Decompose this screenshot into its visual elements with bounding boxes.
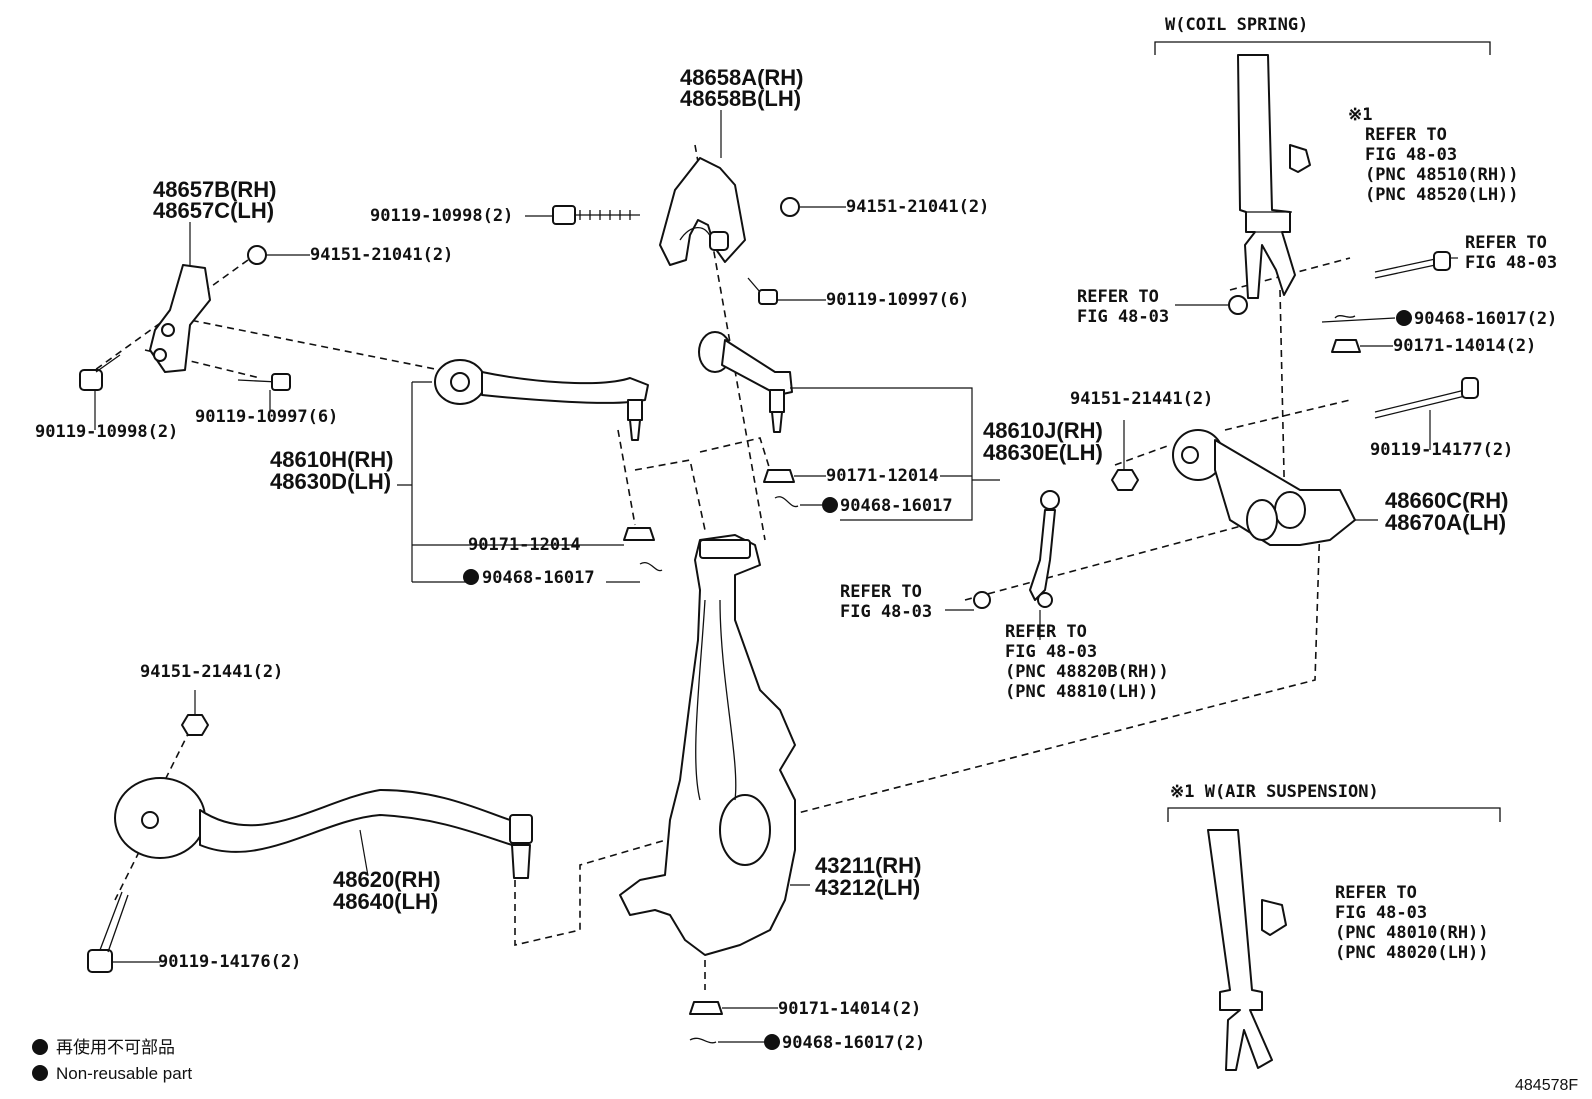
- refer-coil-line3: (PNC 48510(RH)): [1365, 165, 1519, 185]
- pin-90468-16017-left: [639, 562, 663, 572]
- leader-lines: [94, 110, 1458, 1043]
- bolt-90119-10997-top: [747, 277, 778, 305]
- nonreusable-dot-bottom: [764, 1034, 780, 1050]
- legend-jp: 再使用不可部品: [56, 1037, 175, 1057]
- label-90468-16017-coil: 90468-16017(2): [1414, 309, 1557, 329]
- label-48658a: 48658A(RH): [680, 65, 804, 90]
- ref-mark: ※1: [1348, 105, 1372, 125]
- label-90171-12014-right: 90171-12014: [826, 466, 939, 486]
- label-48610h: 48610H(RH): [270, 447, 394, 472]
- bolt-90119-10998-left: [79, 354, 121, 391]
- refer-link-line4: (PNC 48810(LH)): [1005, 682, 1159, 702]
- air-bracket: [1167, 807, 1501, 822]
- bolt-90119-10998-top: [552, 205, 640, 225]
- bolt-90119-10997-left: [237, 373, 291, 391]
- nut-94151-21041-top: [780, 197, 800, 217]
- label-90468-16017-left: 90468-16017: [482, 568, 595, 588]
- label-48630d: 48630D(LH): [270, 469, 391, 494]
- rear-upper-arm: [698, 331, 793, 433]
- refer-stab-line2: FIG 48-03: [840, 602, 932, 622]
- legend-dot-jp: [32, 1039, 48, 1055]
- label-43211: 43211(RH): [815, 853, 921, 878]
- label-90119-10998-left: 90119-10998(2): [35, 422, 178, 442]
- coil-spring-shock-absorber: [1237, 54, 1311, 299]
- refer-link-line3: (PNC 48820B(RH)): [1005, 662, 1169, 682]
- refer-left-line2: FIG 48-03: [1077, 307, 1169, 327]
- label-48620: 48620(RH): [333, 867, 441, 892]
- refer-stab-line1: REFER TO: [840, 582, 922, 602]
- label-90119-10997-left: 90119-10997(6): [195, 407, 338, 427]
- lower-control-arm: [114, 777, 533, 879]
- label-90171-14014-coil: 90171-14014(2): [1393, 336, 1536, 356]
- refer-air-line1: REFER TO: [1335, 883, 1417, 903]
- label-90171-12014-left: 90171-12014: [468, 535, 581, 555]
- label-90468-16017-bottom: 90468-16017(2): [782, 1033, 925, 1053]
- nonreusable-dot-left: [463, 569, 479, 585]
- label-90468-16017-right: 90468-16017: [840, 496, 953, 516]
- legend-dot-en: [32, 1065, 48, 1081]
- label-94151-21441-mid: 94151-21441(2): [1070, 389, 1213, 409]
- label-48610j: 48610J(RH): [983, 418, 1103, 443]
- refer-link-line2: FIG 48-03: [1005, 642, 1097, 662]
- label-48657b: 48657B(RH): [153, 177, 277, 202]
- lower-rear-arm: [1172, 429, 1356, 546]
- label-90171-14014-bottom: 90171-14014(2): [778, 999, 921, 1019]
- label-48670a: 48670A(LH): [1385, 510, 1506, 535]
- refer-air-line4: (PNC 48020(LH)): [1335, 943, 1489, 963]
- refer-left-line1: REFER TO: [1077, 287, 1159, 307]
- stabilizer-link: [973, 490, 1060, 609]
- label-94151-21441-low: 94151-21441(2): [140, 662, 283, 682]
- nut-90171-12014-left: [623, 527, 655, 541]
- coil-bracket: [1154, 41, 1491, 55]
- label-48640: 48640(LH): [333, 889, 438, 914]
- label-48658b: 48658B(LH): [680, 86, 801, 111]
- refer-air-line3: (PNC 48010(RH)): [1335, 923, 1489, 943]
- label-94151-21041-left: 94151-21041(2): [310, 245, 453, 265]
- bolt-90119-14177: [1374, 377, 1479, 419]
- air-header: ※1 W(AIR SUSPENSION): [1170, 782, 1379, 802]
- label-90119-10997-top: 90119-10997(6): [826, 290, 969, 310]
- label-43212: 43212(LH): [815, 875, 920, 900]
- bolt-90119-14176: [87, 891, 129, 973]
- coil-header: W(COIL SPRING): [1165, 15, 1308, 35]
- refer-link-line1: REFER TO: [1005, 622, 1087, 642]
- label-48630e: 48630E(LH): [983, 440, 1103, 465]
- pin-90468-16017-right: [774, 496, 799, 508]
- label-90119-10998-top: 90119-10998(2): [370, 206, 513, 226]
- label-48660c: 48660C(RH): [1385, 488, 1509, 513]
- nonreusable-dot-right: [822, 497, 838, 513]
- upper-arm-bracket: [659, 157, 746, 266]
- refer-air-line2: FIG 48-03: [1335, 903, 1427, 923]
- label-94151-21041-top: 94151-21041(2): [846, 197, 989, 217]
- label-90119-14176: 90119-14176(2): [158, 952, 301, 972]
- nut-94151-21441-low: [181, 714, 209, 736]
- steering-knuckle: [619, 534, 796, 956]
- refer-coil-line4: (PNC 48520(LH)): [1365, 185, 1519, 205]
- air-suspension-shock-absorber: [1207, 829, 1287, 1071]
- nonreusable-dot-coil: [1396, 310, 1412, 326]
- diagram-id: 484578F: [1515, 1077, 1578, 1094]
- front-upper-arm: [434, 359, 649, 441]
- refer-coil-line1: REFER TO: [1365, 125, 1447, 145]
- label-48657c: 48657C(LH): [153, 198, 274, 223]
- legend-en: Non-reusable part: [56, 1064, 192, 1083]
- strut-bracket-left: [149, 264, 211, 373]
- nut-90171-12014-right: [763, 469, 795, 483]
- nut-94151-21041-left: [247, 245, 267, 265]
- refer-right-line2: FIG 48-03: [1465, 253, 1557, 273]
- coil-nut-bolts: [1228, 251, 1451, 353]
- refer-right-line1: REFER TO: [1465, 233, 1547, 253]
- pin-90468-16017-bottom: [689, 1037, 717, 1044]
- label-90119-14177: 90119-14177(2): [1370, 440, 1513, 460]
- nut-94151-21441-mid: [1111, 469, 1139, 491]
- refer-coil-line2: FIG 48-03: [1365, 145, 1457, 165]
- nut-90171-14014-bottom: [689, 1001, 723, 1015]
